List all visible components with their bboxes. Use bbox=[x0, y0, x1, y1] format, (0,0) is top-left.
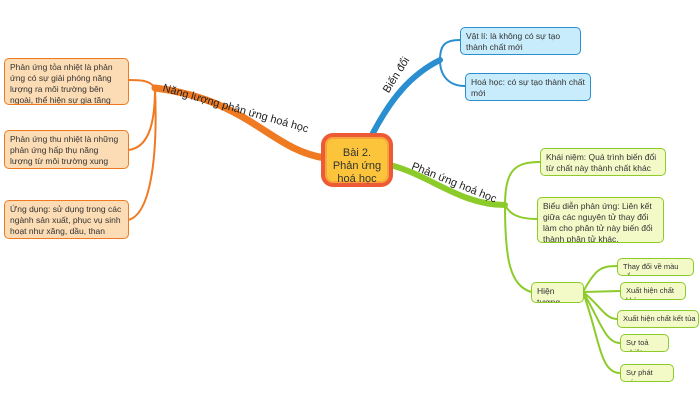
reaction-node-representation[interactable]: Biểu diễn phản ứng: Liên kết giữa các ng… bbox=[537, 197, 664, 243]
central-topic-label: Bài 2. Phản ứng hoá học bbox=[332, 147, 382, 185]
energy-node-application[interactable]: Ứng dụng: sử dụng trong các ngành sản xu… bbox=[4, 200, 129, 239]
change-node-physical[interactable]: Vật lí: là không có sự tạo thành chất mớ… bbox=[460, 27, 581, 55]
phenomenon-precipitate[interactable]: Xuất hiện chất kết tủa bbox=[617, 310, 699, 328]
phenomenon-gas[interactable]: Xuất hiện chất khí bbox=[620, 282, 686, 300]
energy-node-exothermic[interactable]: Phản ứng tỏa nhiệt là phản ứng có sự giả… bbox=[4, 58, 129, 105]
phenomenon-light[interactable]: Sự phát sáng bbox=[620, 364, 674, 382]
reaction-node-phenomena[interactable]: Hiện tượng bbox=[531, 282, 584, 303]
central-topic[interactable]: Bài 2. Phản ứng hoá học bbox=[321, 133, 393, 187]
phenomenon-color-change[interactable]: Thay đổi về màu sắc bbox=[617, 258, 694, 276]
change-node-chemical[interactable]: Hoá học: có sự tạo thành chất mới bbox=[465, 73, 591, 101]
reaction-node-concept[interactable]: Khái niệm: Quá trình biến đổi từ chất nà… bbox=[540, 148, 666, 176]
energy-node-endothermic[interactable]: Phản ứng thu nhiệt là những phản ứng hấp… bbox=[4, 130, 129, 169]
phenomenon-heat[interactable]: Sự toả nhiệt bbox=[620, 334, 669, 352]
